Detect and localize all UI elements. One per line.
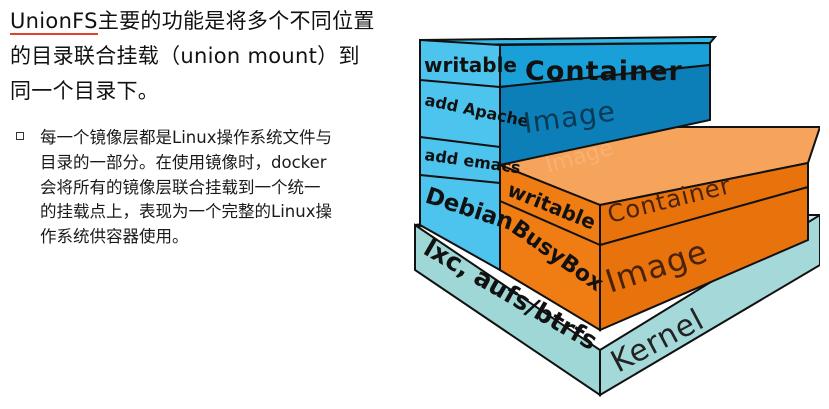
blue-divider-2 xyxy=(419,136,501,148)
bullet-line-4: 的挂载点上，表现为一个完整的Linux操 xyxy=(40,202,332,222)
blue-divider-1 xyxy=(419,79,501,88)
square-bullet-icon xyxy=(16,132,24,140)
blue-image-face xyxy=(499,63,711,167)
paragraph-line-2: 的目录联合挂载（union mount）到 xyxy=(10,44,360,68)
text-column: UnionFS主要的功能是将多个不同位置 的目录联合挂载（union mount… xyxy=(10,4,390,246)
orange-front-face xyxy=(599,161,809,332)
bullet-line-3: 会将所有的镜像层联合挂载到一个统一 xyxy=(40,177,321,197)
bullet-item: 每一个镜像层都是Linux操作系统文件与 目录的一部分。在使用镜像时，docke… xyxy=(14,126,384,250)
blue-writable-label: writable xyxy=(424,53,517,77)
blue-container-label: Container xyxy=(525,56,683,87)
bullet-line-5: 作系统供容器使用。 xyxy=(40,227,189,247)
blue-stack: writable Container add Apache Image add … xyxy=(419,36,718,272)
docker-layers-diagram: lxc, aufs/btrfs Kernel Image writable Co… xyxy=(400,25,823,405)
bullet-line-1: 每一个镜像层都是Linux操作系统文件与 xyxy=(40,128,332,147)
blue-divider-3 xyxy=(419,174,501,184)
orange-divider-front xyxy=(599,186,809,246)
bullet-line-2: 目录的一部分。在使用镜像时，docker xyxy=(40,152,327,172)
unionfs-paragraph: UnionFS主要的功能是将多个不同位置 的目录联合挂载（union mount… xyxy=(10,4,390,109)
paragraph-line-1-rest: 主要的功能是将多个不同位置 xyxy=(97,9,375,33)
blue-left-face xyxy=(419,38,501,272)
orange-divider-left xyxy=(499,200,601,246)
orange-stack: Image writable Container BusyBox Image xyxy=(496,126,822,332)
layers-illustration: lxc, aufs/btrfs Kernel Image writable Co… xyxy=(414,36,823,397)
bullet-text: 每一个镜像层都是Linux操作系统文件与 目录的一部分。在使用镜像时，docke… xyxy=(40,126,384,250)
unionfs-term: UnionFS xyxy=(10,9,98,35)
paragraph-line-1: UnionFS主要的功能是将多个不同位置 xyxy=(10,4,390,39)
paragraph-line-3: 同一个目录下。 xyxy=(10,79,160,103)
